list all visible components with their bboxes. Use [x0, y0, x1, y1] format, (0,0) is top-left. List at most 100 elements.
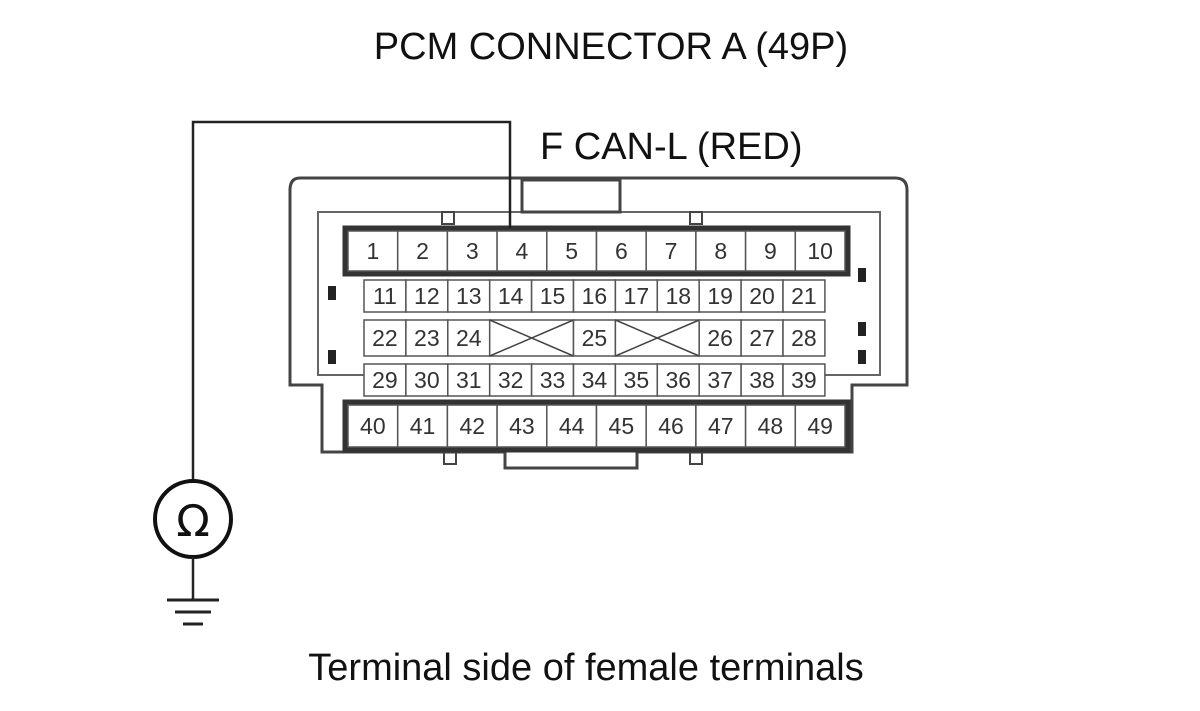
- terminal-number: 5: [565, 238, 578, 264]
- terminal-number: 37: [707, 367, 733, 393]
- connector-latch: [520, 178, 622, 214]
- terminal-number: 42: [459, 413, 485, 439]
- terminal-number: 28: [791, 325, 817, 351]
- terminal-cell: [614, 363, 659, 397]
- top-row-frame: [342, 225, 851, 277]
- wire-label: F CAN-L (RED): [540, 126, 803, 168]
- bottom-row-frame: [342, 399, 851, 453]
- terminal-number: 47: [708, 413, 734, 439]
- connector-housing: [288, 176, 909, 454]
- terminal-number: 33: [540, 367, 566, 393]
- terminal-number: 13: [456, 283, 482, 309]
- connector-notch: [441, 211, 455, 225]
- terminal-number: 23: [414, 325, 440, 351]
- terminal-cell: [447, 319, 491, 357]
- terminal-cell: [347, 230, 399, 272]
- connector-side-tab: [328, 350, 336, 364]
- terminal-number: 17: [624, 283, 650, 309]
- terminal-cell: [656, 363, 700, 397]
- terminal-cell: [405, 363, 449, 397]
- terminal-cell: [782, 319, 826, 357]
- terminal-number: 11: [373, 283, 397, 309]
- terminal-number: 32: [498, 367, 524, 393]
- blocked-cavity-mark: [489, 319, 574, 357]
- terminal-cell: [488, 363, 533, 397]
- terminal-number: 38: [749, 367, 775, 393]
- terminal-cell: [744, 404, 797, 448]
- connector-notch: [443, 451, 457, 465]
- probe-wire: [191, 120, 512, 480]
- terminal-number: 36: [665, 367, 691, 393]
- terminal-number: 46: [658, 413, 684, 439]
- terminal-number: 25: [582, 325, 608, 351]
- terminal-cell: [546, 230, 598, 272]
- terminal-number: 6: [615, 238, 628, 264]
- terminal-cell: [740, 279, 784, 313]
- terminal-cell: [782, 279, 826, 313]
- terminal-cell: [698, 279, 742, 313]
- terminal-cell: [572, 279, 617, 313]
- terminal-cell: [496, 404, 548, 448]
- terminal-cell: [446, 230, 498, 272]
- connector-side-tab: [328, 286, 336, 300]
- terminal-number: 7: [665, 238, 678, 264]
- terminal-number: 21: [791, 283, 817, 309]
- terminal-cell: [695, 404, 747, 448]
- terminal-number: 8: [714, 238, 727, 264]
- terminal-number: 26: [707, 325, 733, 351]
- terminal-cell: [572, 319, 617, 357]
- connector-side-tab: [858, 322, 866, 336]
- diagram-caption: Terminal side of female terminals: [308, 647, 864, 689]
- terminal-number: 44: [559, 413, 585, 439]
- terminal-number: 4: [516, 238, 529, 264]
- terminal-number: 27: [749, 325, 775, 351]
- terminal-number: 49: [807, 413, 833, 439]
- terminal-number: 12: [414, 283, 440, 309]
- terminal-cell: [488, 279, 533, 313]
- terminal-number: 15: [540, 283, 566, 309]
- terminal-number: 14: [498, 283, 524, 309]
- connector-side-tab: [858, 268, 866, 282]
- terminal-number: 20: [749, 283, 775, 309]
- terminal-number: 9: [764, 238, 777, 264]
- terminal-cell: [794, 230, 846, 272]
- terminal-cell: [645, 230, 697, 272]
- terminal-cell: [546, 404, 598, 448]
- terminal-cell: [782, 363, 826, 397]
- terminal-cell: [698, 319, 742, 357]
- ohm-symbol: Ω: [176, 496, 210, 547]
- terminal-number: 2: [416, 238, 429, 264]
- terminal-number: 30: [414, 367, 440, 393]
- terminal-number: 19: [707, 283, 733, 309]
- terminal-number: 34: [582, 367, 608, 393]
- terminal-cell: [363, 363, 407, 397]
- blocked-cavity-mark: [615, 319, 700, 357]
- terminal-number: 45: [609, 413, 635, 439]
- connector-notch: [689, 451, 703, 465]
- terminal-cell: [614, 279, 659, 313]
- ground-icon: [167, 598, 219, 626]
- terminal-cell: [744, 230, 797, 272]
- terminal-cell: [645, 404, 697, 448]
- terminal-number: 29: [372, 367, 398, 393]
- terminal-number: 48: [758, 413, 784, 439]
- diagram-title: PCM CONNECTOR A (49P): [373, 26, 849, 68]
- terminal-number: 3: [466, 238, 479, 264]
- terminal-number: 16: [582, 283, 608, 309]
- connector-notch: [689, 211, 703, 225]
- terminal-number: 1: [366, 238, 379, 264]
- terminal-cell: [447, 279, 491, 313]
- connector-bottom-key: [503, 448, 639, 470]
- terminal-number: 40: [360, 413, 386, 439]
- terminal-number: 10: [807, 238, 833, 264]
- terminal-cell: [446, 404, 498, 448]
- terminal-cell: [396, 404, 449, 448]
- terminal-cell: [347, 404, 399, 448]
- connector-side-tab: [858, 350, 866, 364]
- terminal-number: 22: [372, 325, 398, 351]
- terminal-cell: [794, 404, 846, 448]
- terminal-number: 18: [665, 283, 691, 309]
- terminal-number: 35: [624, 367, 650, 393]
